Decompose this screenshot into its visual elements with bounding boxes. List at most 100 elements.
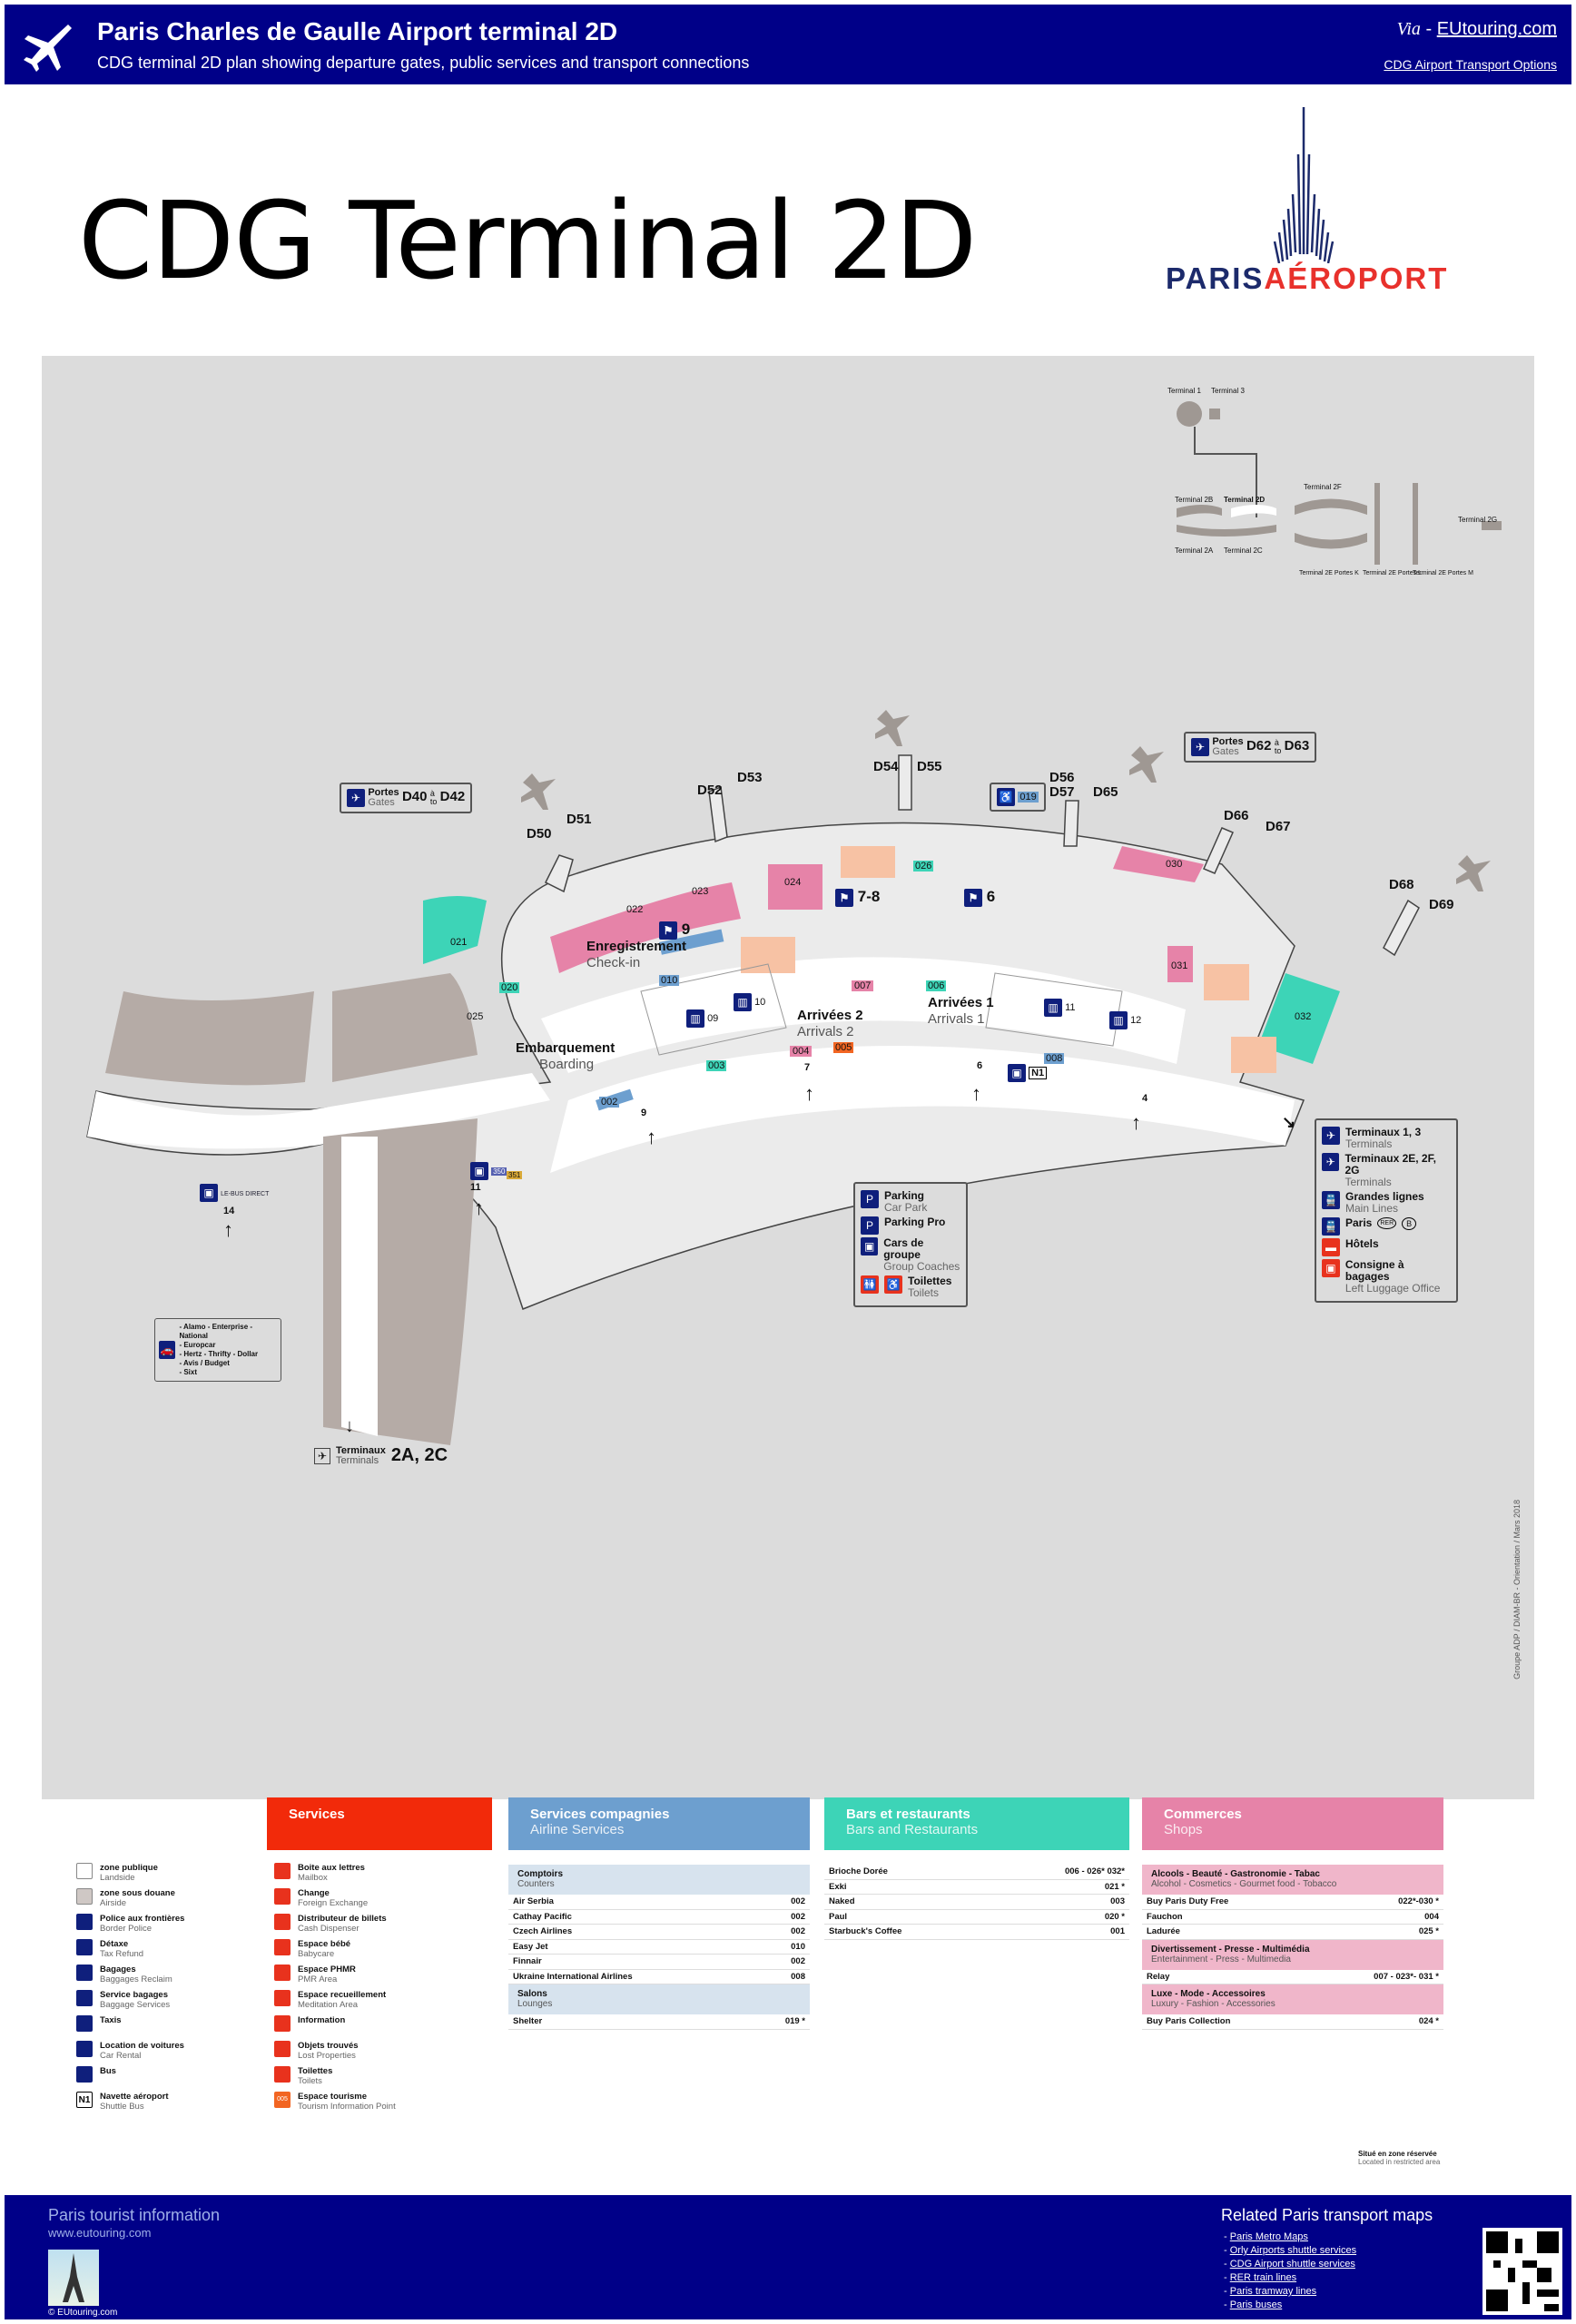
bus-icon: ▣ [1008,1064,1026,1082]
car-rental-item: - Alamo - Enterprise - National [179,1323,253,1340]
restricted-en: Located in restricted area [1358,2158,1441,2166]
checkin-icon: ⚑ [659,921,677,940]
bar-code: 006 [926,980,947,991]
checkin-row: 7-8 [857,888,881,905]
row-fr: Parking Pro [884,1216,946,1228]
car-rental-item: - Europcar [179,1341,216,1349]
related-map-link[interactable]: Paris tramway lines [1229,2286,1317,2297]
inset-label-terminal-2e-l: Terminal 2E Portes L [1363,570,1422,576]
gate-label: D57 [1049,784,1075,800]
bus-line-badge: 351 [507,1171,523,1179]
related-map-item: - Orly Airports shuttle services [1224,2245,1357,2256]
baggage-icon: ▥ [1109,1011,1128,1029]
car-rental-item: - Sixt [179,1368,198,1376]
up-arrow-icon: ↑ [804,1082,814,1105]
car-rental-item: - Avis / Budget [179,1359,230,1367]
subheader-fr: Salons [517,1989,547,1999]
legend-fr: Détaxe [100,1939,129,1949]
row-code: 020 * [1104,1911,1125,1922]
services-header: Services [267,1797,492,1850]
callout-sep-en: to [1274,746,1282,755]
qr-code [1482,2228,1562,2315]
gate-label: D68 [1389,877,1414,892]
section-en: Airline Services [530,1822,625,1837]
row-en: Main Lines [1345,1202,1399,1215]
eutouring-link[interactable]: EUtouring.com [1436,19,1557,39]
eiffel-tower-image [48,2250,99,2306]
zone-fr: Arrivées 2 [797,1008,863,1023]
car-rental-callout: 🚗 - Alamo - Enterprise - National - Euro… [154,1318,281,1382]
bar-032 [1258,973,1340,1064]
related-map-link[interactable]: Paris Metro Maps [1229,2231,1308,2242]
legend-item: Taxis [76,2015,184,2041]
legend-item: Bus [76,2066,184,2092]
row-name: Czech Airlines [513,1926,573,1937]
section-fr: Commerces [1164,1807,1242,1822]
gate-label: D55 [917,759,942,774]
service-fr: Espace bébé [298,1939,351,1949]
bar-021 [423,896,487,964]
legend-en: Baggages Reclaim [100,1974,172,1984]
shop-code: 007 [852,980,874,991]
lebus-stop: ▣ LE-BUS DIRECT [200,1184,269,1202]
inset-label-terminal-2d: Terminal 2D [1224,496,1266,504]
lebus-label: LE-BUS DIRECT [221,1190,270,1197]
legend-fr: Navette aéroport [100,2092,169,2102]
row-en: Group Coaches [883,1260,960,1273]
arrow-right-icon: ↘ [1282,1113,1296,1131]
service-en: Babycare [298,1949,335,1959]
related-map-link[interactable]: Orly Airports shuttle services [1229,2245,1357,2256]
mailbox-icon [274,1863,291,1879]
up-arrow-icon: ↑ [1131,1111,1141,1134]
gate-label: D50 [527,826,552,842]
babycare-icon: ♿ [884,1275,902,1294]
row-fr: Paris [1345,1216,1373,1229]
row-code: 019 * [784,2016,805,2027]
related-map-link[interactable]: Paris buses [1229,2299,1283,2310]
section-fr: Bars et restaurants [846,1807,970,1822]
meditation-icon [274,1990,291,2006]
related-map-item: - Paris tramway lines [1224,2286,1317,2297]
row-en: Terminals [1345,1176,1392,1188]
shop-code: 025 [467,1011,484,1022]
gate-label: D53 [737,770,763,785]
tourist-info-url[interactable]: www.eutouring.com [48,2226,152,2240]
transport-options-link[interactable]: CDG Airport Transport Options [1384,57,1557,72]
toilets-area-1 [841,846,895,878]
page-title: CDG Terminal 2D [78,178,977,303]
service-en: Cash Dispenser [298,1924,360,1934]
transport-row: ▬Hôtels [1322,1238,1451,1256]
shop-024 [768,864,822,910]
callout-en: Gates [1212,746,1239,757]
related-map-link[interactable]: CDG Airport shuttle services [1229,2259,1355,2270]
row-en: Toilets [908,1286,940,1299]
inset-label-terminal-2g: Terminal 2G [1458,516,1498,524]
tourism-icon: 005 [274,2092,291,2108]
shop-code: 024 [784,877,802,888]
callout-fr: Portes [1212,736,1244,747]
bar-code: 020 [499,982,520,993]
service-en: Tourism Information Point [298,2102,396,2112]
row-code: 002 [791,1911,805,1922]
service-fr: Boite aux lettres [298,1863,365,1873]
inset-label-terminal-2c: Terminal 2C [1224,547,1263,555]
row-fr: Toilettes [908,1275,952,1287]
to-terminals-fr: Terminaux [336,1444,386,1456]
related-map-link[interactable]: RER train lines [1229,2272,1297,2283]
